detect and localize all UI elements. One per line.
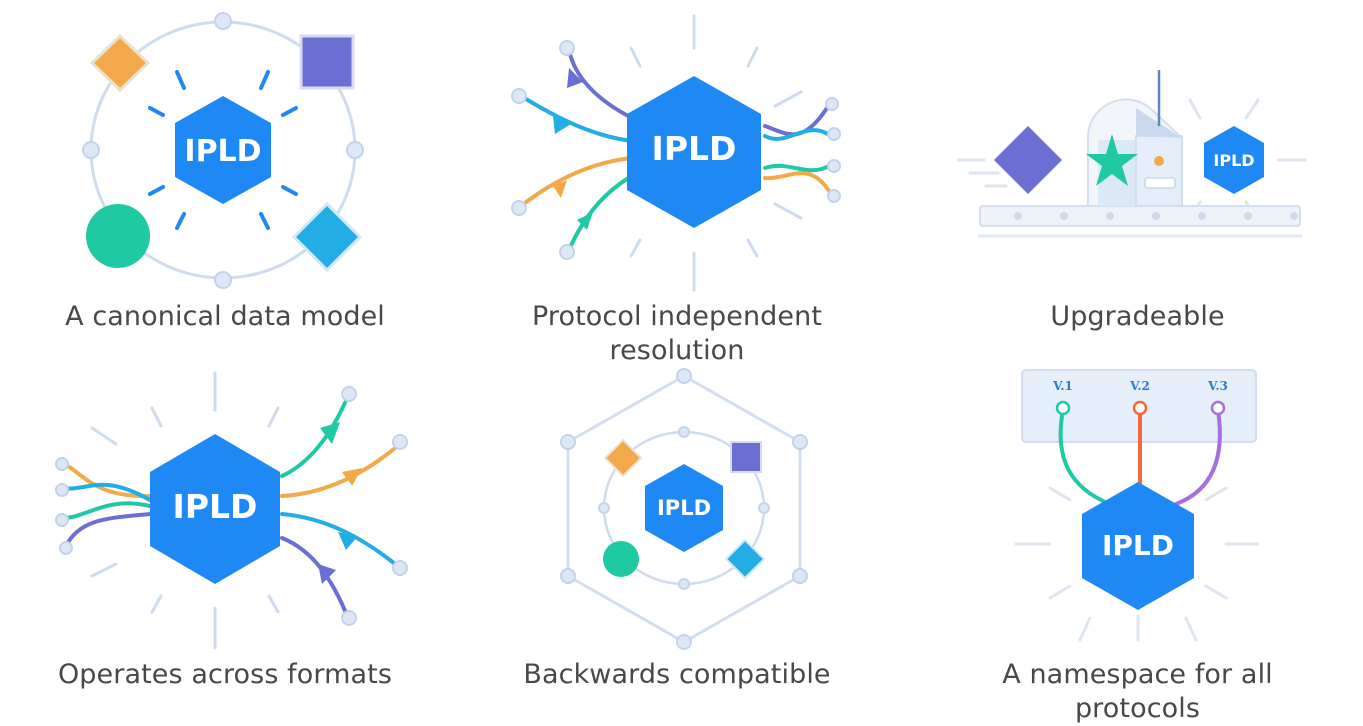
version-label: V.2	[1129, 379, 1150, 393]
conveyor-machine-icon: IPLD	[956, 70, 1307, 238]
feature-operates-across-formats: IPLD Operates across formats	[40, 368, 410, 713]
hex-logo-label: IPLD	[652, 129, 737, 168]
feature-title: A canonical data model	[65, 301, 385, 332]
feature-namespace-for-all-protocols: V.1 V.2 V.3 IPLD A namespace for all pro…	[950, 368, 1325, 724]
feature-backwards-compatible: IPLD Backwards compatible	[497, 368, 857, 713]
version-panel-icon: V.1 V.2 V.3 IPLD	[1014, 369, 1260, 642]
version-label: V.3	[1207, 379, 1228, 393]
feature-title: Protocol independent resolution	[531, 301, 823, 366]
arrows-diverge-icon: IPLD	[55, 371, 408, 650]
feature-title: Upgradeable	[1050, 301, 1225, 332]
feature-protocol-independent-resolution: IPLD Protocol independent resolution	[497, 8, 857, 368]
feature-title: A namespace for all protocols	[1002, 659, 1273, 724]
hex-logo-label: IPLD	[184, 134, 261, 169]
hex-logo-label: IPLD	[1213, 151, 1254, 170]
hex-logo-label: IPLD	[1102, 529, 1174, 562]
arrows-converge-icon: IPLD	[511, 14, 841, 292]
feature-upgradeable: IPLD Upgradeable	[950, 8, 1325, 358]
feature-canonical-data-model: IPLD A canonical data model	[40, 8, 410, 358]
hex-logo-label: IPLD	[657, 496, 711, 520]
version-label: V.1	[1052, 379, 1073, 393]
hex-logo-label: IPLD	[173, 487, 258, 526]
feature-title: Operates across formats	[57, 659, 393, 690]
hexagon-with-shapes-orbit-icon: IPLD	[82, 12, 364, 289]
nested-hexagon-icon: IPLD	[560, 368, 808, 650]
feature-title: Backwards compatible	[523, 659, 831, 690]
